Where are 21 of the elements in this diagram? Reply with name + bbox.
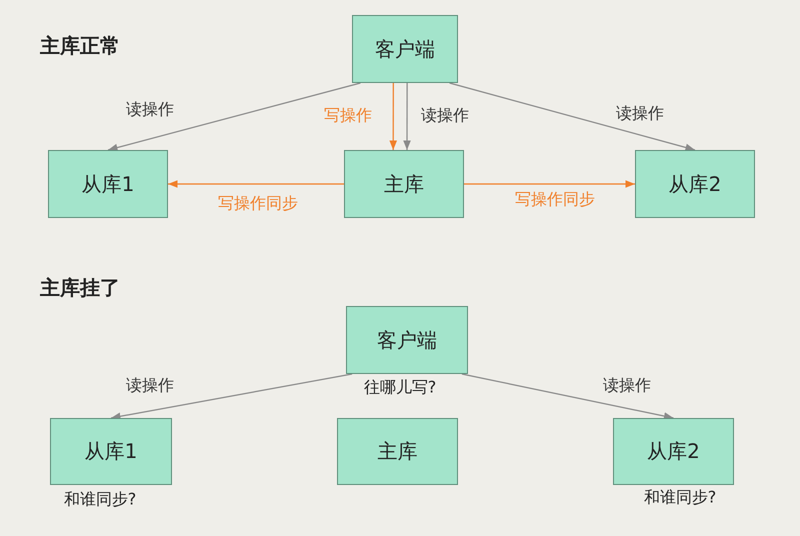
node-box: 从库2 <box>613 418 734 485</box>
node-caption: 和谁同步? <box>64 490 136 510</box>
section-heading: 主库正常 <box>40 32 120 60</box>
arrow <box>168 180 344 188</box>
section-heading: 主库挂了 <box>40 274 120 302</box>
arrow <box>110 373 352 420</box>
arrow <box>403 83 411 150</box>
node-box: 主库 <box>337 418 458 485</box>
node-caption: 和谁同步? <box>644 488 716 508</box>
arrow <box>389 83 398 150</box>
arrow <box>464 180 635 188</box>
arrow <box>462 373 674 420</box>
node-box: 从库1 <box>48 150 168 218</box>
arrow <box>449 82 696 152</box>
note-text: 往哪儿写? <box>364 378 436 398</box>
node-box: 从库2 <box>635 150 755 218</box>
arrow <box>108 82 361 152</box>
node-box: 主库 <box>344 150 464 218</box>
node-box: 客户端 <box>352 15 458 83</box>
node-box: 客户端 <box>346 306 468 374</box>
node-box: 从库1 <box>50 418 172 485</box>
